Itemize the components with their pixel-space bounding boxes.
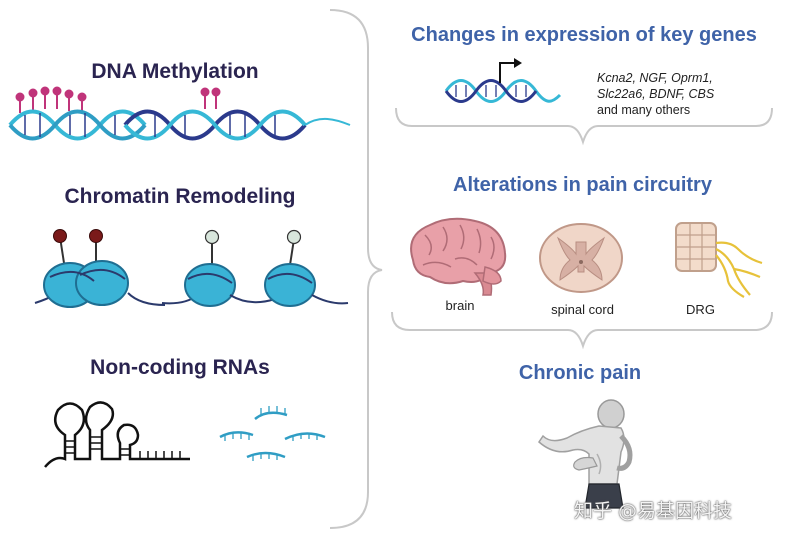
chromatin-remodeling-title: Chromatin Remodeling xyxy=(64,185,296,208)
small-rna-fragments xyxy=(219,406,326,461)
pain-circuitry-title: Alterations in pain circuitry xyxy=(453,174,712,196)
watermark: 知乎 @易基因科技 xyxy=(574,500,733,522)
genes-line-3: and many others xyxy=(597,103,691,117)
brain-label: brain xyxy=(445,298,475,313)
spinal-cord-label: spinal cord xyxy=(551,302,614,317)
transcribed-dna-icon xyxy=(444,58,562,103)
open-chromatin xyxy=(161,229,349,307)
gene-expression-title: Changes in expression of key genes xyxy=(411,24,757,46)
genes-line-2: Slc22a6, BDNF, CBS xyxy=(597,87,715,101)
dna-methylation-title: DNA Methylation xyxy=(91,60,259,83)
genes-line-1: Kcna2, NGF, Oprm1, xyxy=(597,71,713,85)
key-genes-list: Kcna2, NGF, Oprm1, Slc22a6, BDNF, CBS an… xyxy=(597,70,772,118)
brain-icon xyxy=(410,217,507,296)
drg-label: DRG xyxy=(686,302,715,317)
chronic-pain-title: Chronic pain xyxy=(518,362,642,384)
rna-hairpin-structure xyxy=(44,401,190,468)
methylated-dna-helix xyxy=(8,86,351,141)
person-in-pain-icon xyxy=(538,399,633,509)
drg-icon xyxy=(675,222,763,298)
spinal-cord-icon xyxy=(539,223,623,293)
condensed-chromatin xyxy=(34,229,166,308)
noncoding-rnas-title: Non-coding RNAs xyxy=(90,356,270,379)
